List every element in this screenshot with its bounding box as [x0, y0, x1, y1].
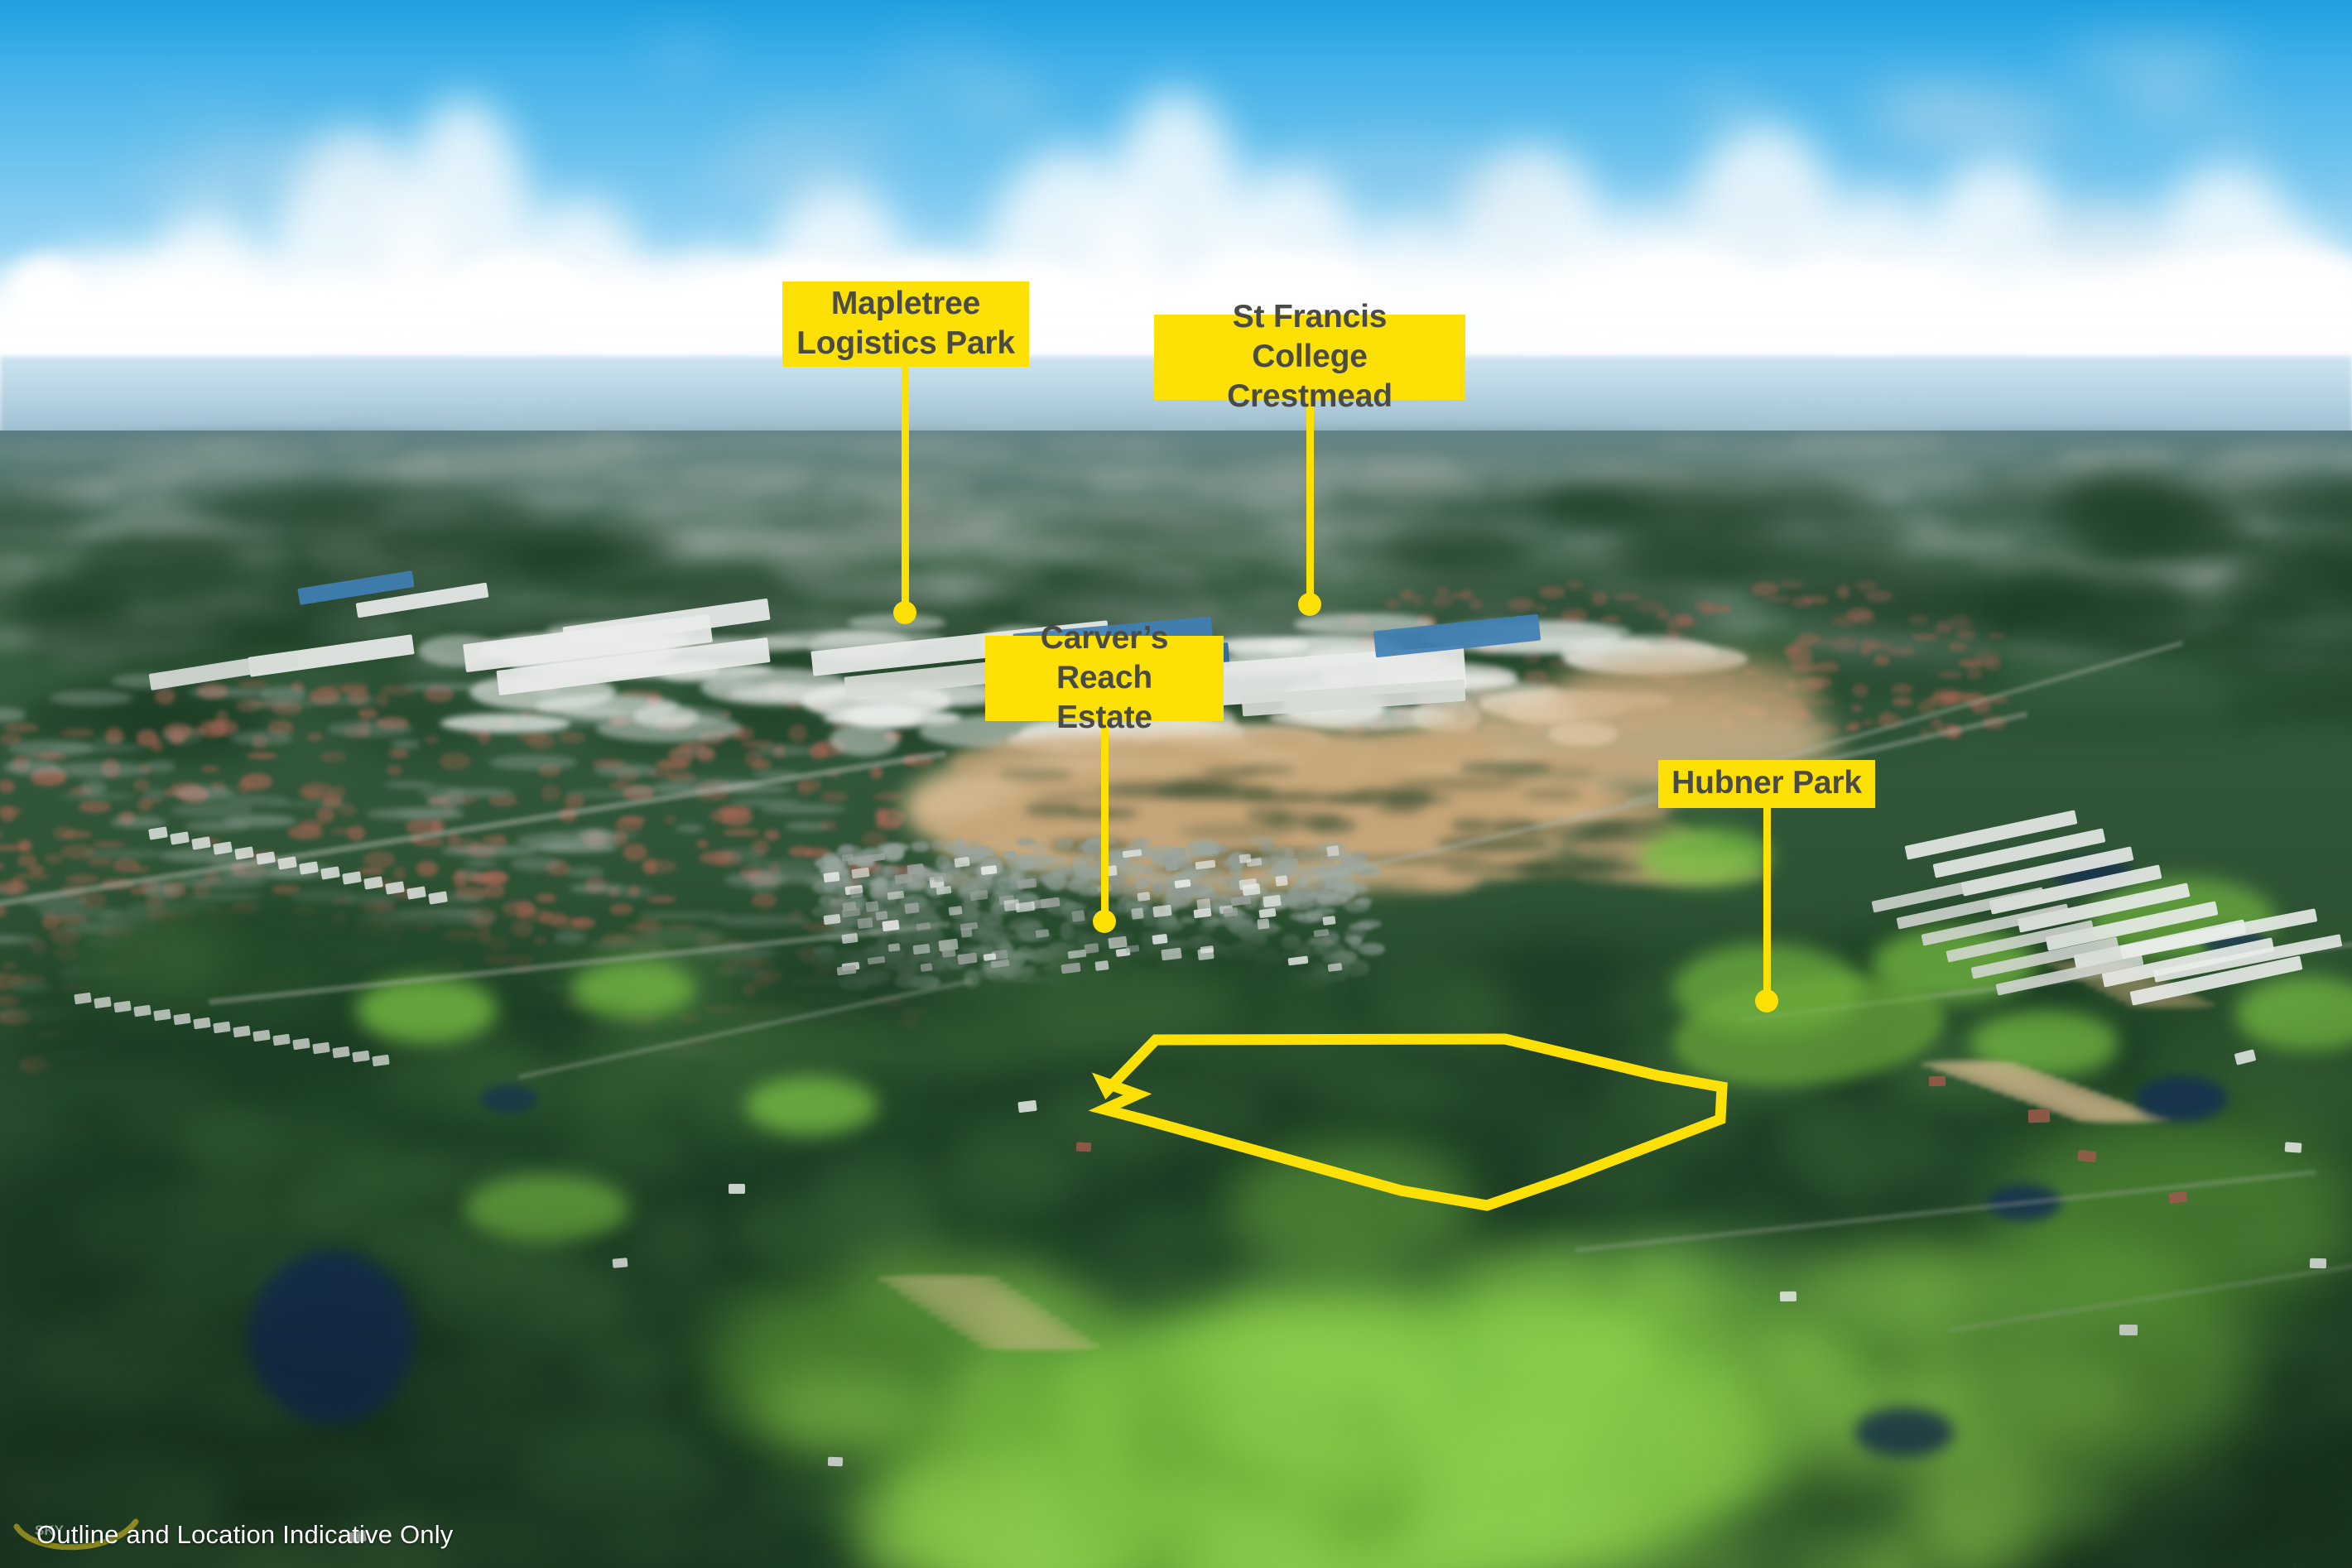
poi-label-line-1: Carver’s Reach: [1040, 619, 1169, 695]
map-marker-dot-hubner-park[interactable]: [1755, 989, 1778, 1012]
poi-label-line-2: College Crestmead: [1227, 338, 1392, 414]
map-marker-dot-mapletree-logistics-park[interactable]: [893, 601, 916, 624]
leader-line-st-francis-college-crestmead: [1306, 400, 1314, 604]
map-marker-dot-carvers-reach-estate[interactable]: [1093, 910, 1116, 933]
poi-label-hubner-park[interactable]: Hubner Park: [1658, 760, 1875, 808]
poi-label-line-1: Mapletree: [830, 285, 981, 321]
poi-label-line-2: Logistics Park: [796, 325, 1015, 361]
leader-line-mapletree-logistics-park: [902, 367, 909, 613]
leader-line-hubner-park: [1763, 808, 1771, 1001]
poi-label-line-1: St Francis: [1232, 298, 1388, 334]
poi-label-line-1: Hubner Park: [1671, 765, 1862, 801]
leader-line-carvers-reach-estate: [1101, 721, 1109, 921]
disclaimer-caption: Outline and Location Indicative Only: [36, 1520, 454, 1549]
poi-label-line-2: Estate: [1056, 699, 1152, 735]
map-marker-dot-st-francis-college-crestmead[interactable]: [1298, 593, 1321, 616]
